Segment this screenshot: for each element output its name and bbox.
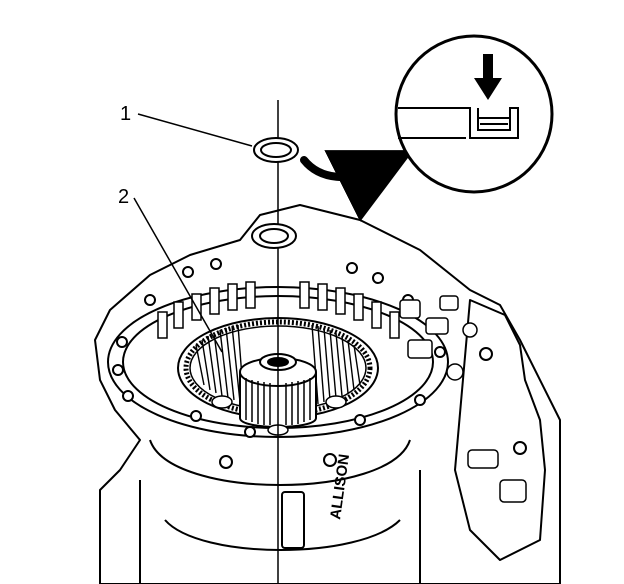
gear-teeth-hatching — [195, 324, 361, 405]
planetary-hub — [239, 357, 317, 428]
valve-body-details — [399, 295, 527, 503]
seal-ring — [253, 137, 299, 163]
hub-splines — [245, 378, 311, 425]
detail-view — [394, 34, 554, 194]
callout-label-2: 2 — [118, 186, 129, 208]
curved-arrow-icon — [300, 150, 414, 222]
callout-leaders — [133, 113, 253, 353]
housing-seal-bore — [251, 223, 297, 249]
case-cylinder — [139, 439, 421, 584]
down-arrow-icon — [474, 54, 502, 100]
case-lug — [281, 491, 305, 549]
callout-label-1: 1 — [120, 103, 131, 125]
